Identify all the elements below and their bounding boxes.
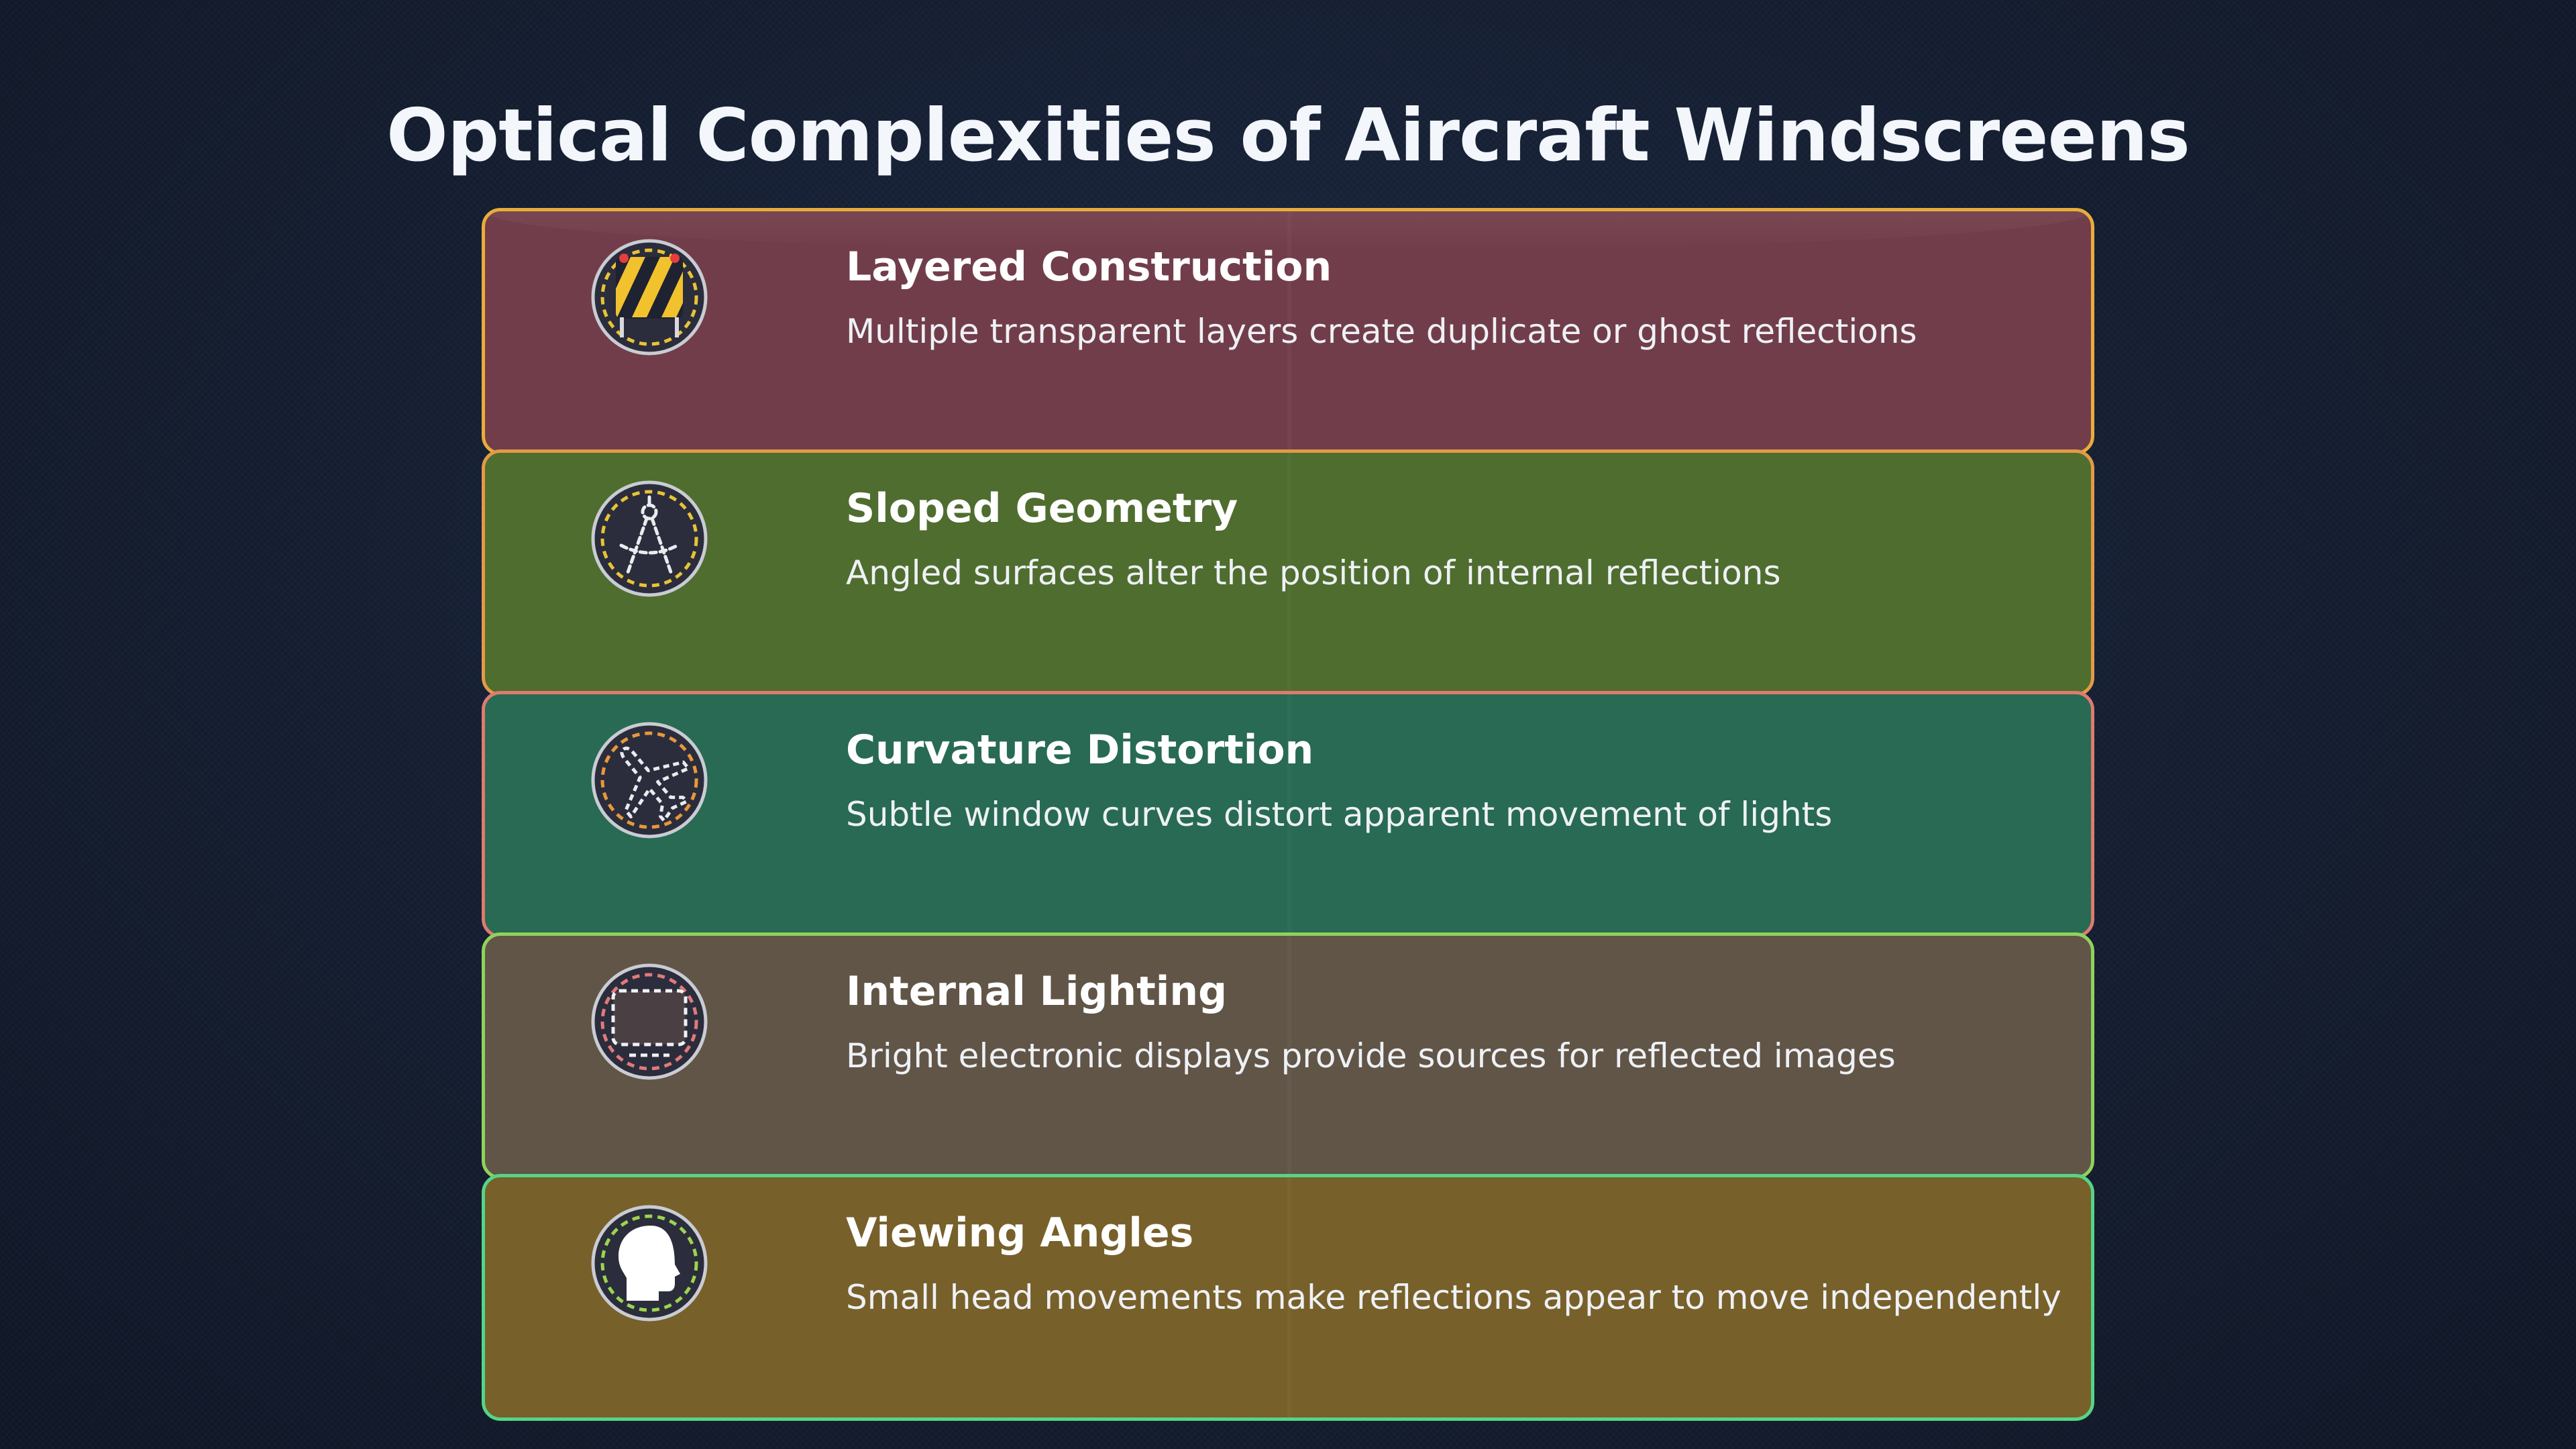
list-item-internal-lighting: Internal Lighting Bright electronic disp…: [482, 932, 2094, 1179]
item-description: Multiple transparent layers create dupli…: [846, 312, 1917, 351]
item-title: Layered Construction: [846, 244, 1332, 290]
item-description: Angled surfaces alter the position of in…: [846, 553, 1781, 592]
compass-icon: [589, 478, 710, 599]
list-item-layered-construction: Layered Construction Multiple transparen…: [482, 208, 2094, 455]
page-title: Optical Complexities of Aircraft Windscr…: [386, 94, 2190, 178]
item-title: Internal Lighting: [846, 968, 1228, 1015]
item-title: Sloped Geometry: [846, 485, 1238, 532]
item-description: Small head movements make reflections ap…: [846, 1278, 2061, 1317]
list-item-sloped-geometry: Sloped Geometry Angled surfaces alter th…: [482, 449, 2094, 696]
list-item-curvature-distortion: Curvature Distortion Subtle window curve…: [482, 691, 2094, 938]
head-profile-icon: [589, 1203, 710, 1324]
item-description: Bright electronic displays provide sourc…: [846, 1036, 1896, 1075]
airplane-icon: [589, 720, 710, 841]
display-screen-icon: [589, 961, 710, 1082]
complexities-list: Layered Construction Multiple transparen…: [482, 208, 2094, 1421]
item-title: Curvature Distortion: [846, 727, 1314, 773]
item-title: Viewing Angles: [846, 1210, 1194, 1256]
list-item-viewing-angles: Viewing Angles Small head movements make…: [482, 1174, 2094, 1421]
item-description: Subtle window curves distort apparent mo…: [846, 795, 1833, 834]
layered-construction-icon: [589, 237, 710, 358]
